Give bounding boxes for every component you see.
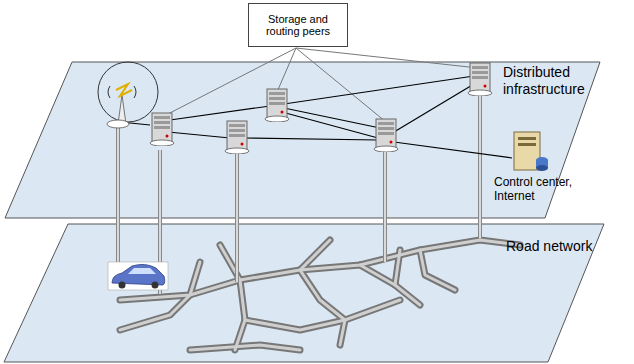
- server-icon: [150, 113, 174, 146]
- antenna-icon: [98, 62, 158, 128]
- leader-lines: [166, 48, 478, 122]
- node-text: Storage and routing peers: [256, 13, 340, 37]
- process-box: Storage and routing peers: [248, 3, 348, 47]
- network-links: [120, 76, 512, 158]
- control-center-icon: [514, 132, 548, 171]
- car-icon: [108, 262, 168, 290]
- server-icon: [468, 63, 492, 96]
- plane-label: Distributed infrastructure: [503, 64, 615, 98]
- vertical-links: [118, 88, 480, 294]
- road-network: [120, 240, 520, 350]
- plane-label: Road network: [506, 238, 616, 255]
- server-icon: [225, 121, 249, 154]
- plane-label: Control center, Internet: [494, 175, 602, 204]
- server-icon: [374, 119, 398, 152]
- server-icon: [265, 89, 289, 122]
